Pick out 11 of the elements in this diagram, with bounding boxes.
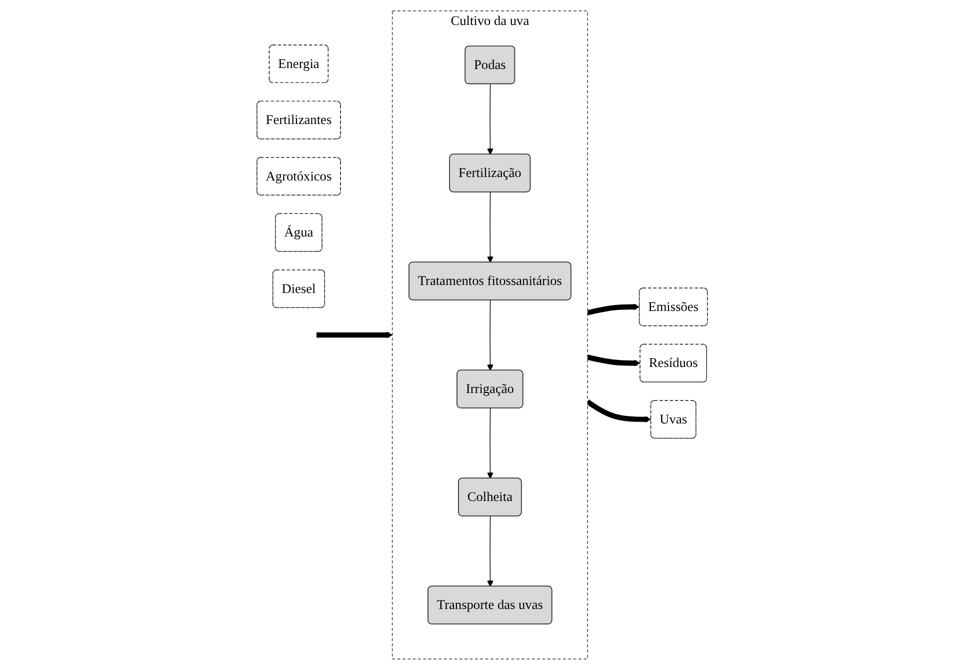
arrow (587, 304, 640, 316)
arrow (586, 400, 652, 423)
arrow (487, 516, 494, 587)
group-title: Cultivo da uva (451, 13, 530, 28)
arrow (487, 300, 494, 371)
arrow (316, 332, 393, 338)
arrow (487, 84, 494, 155)
arrow (587, 354, 641, 366)
cluster (392, 10, 588, 660)
arrow (487, 408, 494, 479)
arrow (487, 192, 494, 263)
